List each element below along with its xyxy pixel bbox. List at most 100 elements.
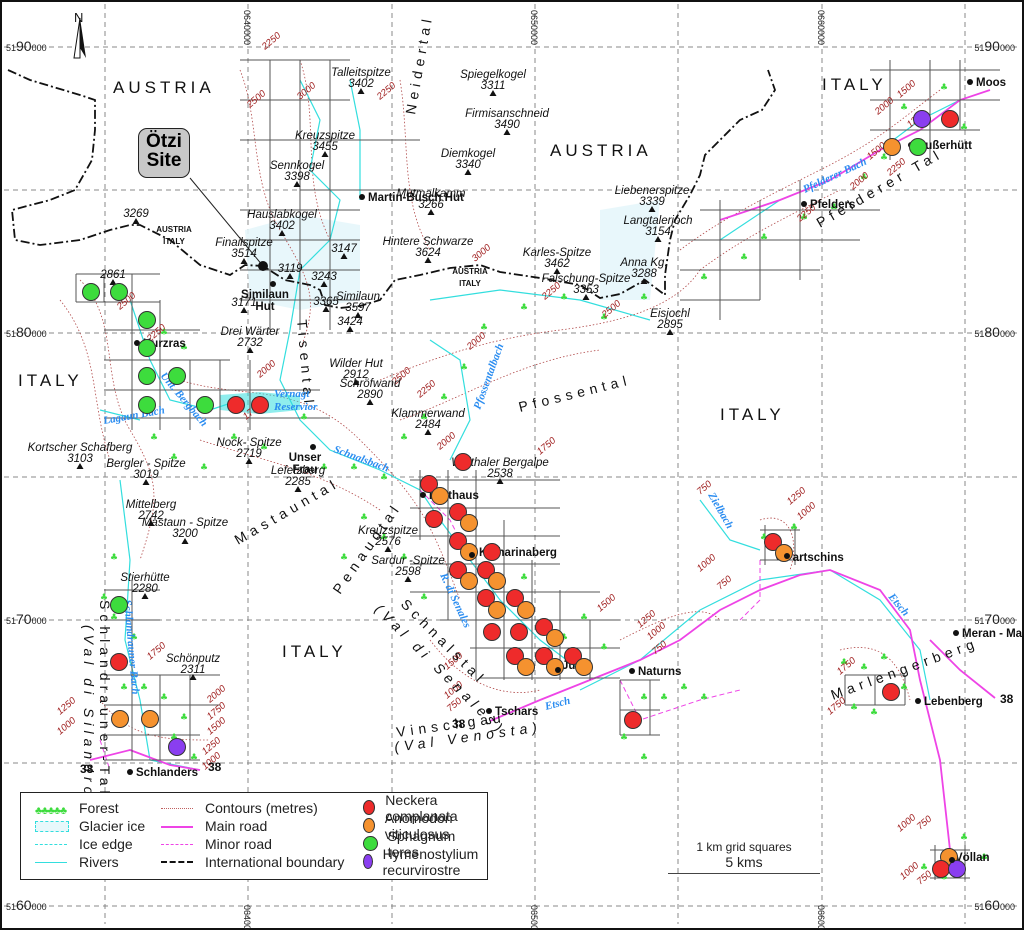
- moss-site-marker: [449, 503, 467, 521]
- peak-triangle-icon: [321, 151, 329, 157]
- peaks: Talleitspitze3402Spiegelkogel3311Firmisa…: [28, 67, 693, 680]
- moss-site-marker: [506, 589, 524, 607]
- place-dot-icon: [486, 708, 492, 714]
- contour-label: 1000: [55, 715, 79, 737]
- svg-text:♣: ♣: [880, 153, 888, 163]
- moss-sites: [82, 110, 966, 878]
- international-boundary: [7, 69, 776, 309]
- svg-text:♣: ♣: [520, 303, 528, 313]
- northing-label: 5160000: [974, 897, 1015, 913]
- country-label: ITALY: [18, 371, 83, 390]
- moss-site-marker: [111, 710, 129, 728]
- place-name: Similaun: [241, 289, 289, 301]
- place-dot-icon: [134, 340, 140, 346]
- peak-name: Kreuzspitze: [295, 130, 355, 142]
- svg-text:♣: ♣: [440, 393, 448, 403]
- peak-elevation: 3200: [172, 528, 198, 540]
- boundary-icon: [161, 855, 195, 869]
- svg-text:♣: ♣: [870, 708, 878, 718]
- contour-label: 1750: [835, 655, 859, 677]
- country-label: ITALY: [822, 75, 887, 94]
- peak-name: Lefetzberg: [271, 465, 326, 477]
- forest-symbols: ♣♣♣♣♣♣♣♣♣♣♣♣♣♣♣♣♣♣♣♣♣♣♣♣♣♣♣♣♣♣♣♣♣♣♣♣♣♣♣♣…: [100, 83, 988, 883]
- svg-text:♣: ♣: [160, 693, 168, 703]
- contour-label: 1750: [535, 435, 559, 457]
- legend-label: Forest: [79, 799, 119, 816]
- peak-elevation: 3311: [481, 80, 506, 92]
- peak-elevation: 3171: [231, 297, 257, 309]
- moss-site-marker: [138, 311, 156, 329]
- scale-distance-label: 5 kms: [725, 854, 763, 870]
- svg-text:♣: ♣: [980, 853, 988, 863]
- peak-triangle-icon: [245, 458, 253, 464]
- svg-text:♣: ♣: [140, 683, 148, 693]
- peak-name: Schönputz: [166, 653, 221, 665]
- glacier-ice-icon: [35, 819, 69, 833]
- peak-triangle-icon: [147, 520, 155, 526]
- moss-site-marker: [110, 653, 128, 671]
- svg-text:♣: ♣: [900, 683, 908, 693]
- legend-item: Ice edge: [35, 835, 133, 852]
- peak-triangle-icon: [142, 479, 150, 485]
- moss-site-marker: [575, 658, 593, 676]
- peak-elevation: 3154: [645, 226, 671, 238]
- place-name: Tschars: [495, 706, 538, 718]
- peak-elevation: 3597: [345, 302, 371, 314]
- svg-text:♣: ♣: [400, 433, 408, 443]
- svg-text:♣: ♣: [520, 573, 528, 583]
- legend-item: Hymenostylium recurvirostre: [363, 846, 487, 878]
- svg-text:♣: ♣: [320, 463, 328, 473]
- place-dot-icon: [915, 698, 921, 704]
- svg-text:♣: ♣: [960, 123, 968, 133]
- northing-label: 5190000: [974, 38, 1015, 54]
- moss-site-marker: [488, 601, 506, 619]
- otzi-site-marker: [258, 261, 268, 271]
- moss-site-marker: [883, 138, 901, 156]
- legend-label: Glacier ice: [79, 817, 146, 834]
- river-label: Schnalsbach: [332, 444, 391, 475]
- peak-elevation: 3147: [331, 243, 357, 255]
- peak-elevation: 3624: [415, 247, 441, 259]
- easting-label: 0640000: [242, 905, 252, 930]
- sample-grid: [75, 59, 1000, 880]
- svg-text:♣: ♣: [380, 473, 388, 483]
- place-name: Frau: [293, 464, 318, 476]
- peak-name: Hintere Schwarze: [383, 236, 474, 248]
- svg-text:♣: ♣: [380, 533, 388, 543]
- svg-text:♣: ♣: [620, 733, 628, 743]
- peak-triangle-icon: [666, 329, 674, 335]
- peak-name: Hauslabkogel: [247, 209, 317, 221]
- legend-label: Minor road: [205, 835, 272, 852]
- svg-text:♣: ♣: [480, 323, 488, 333]
- road-number-label: 38: [208, 760, 222, 774]
- svg-text:♣: ♣: [640, 693, 648, 703]
- moss-site-marker: [546, 629, 564, 647]
- peak-elevation: 2280: [131, 583, 158, 595]
- svg-text:♣: ♣: [760, 233, 768, 243]
- contour-label: 2000: [204, 683, 229, 706]
- legend-label: Anomodon viticulosus: [384, 809, 453, 842]
- legend-item: Glacier ice: [35, 817, 145, 834]
- peak-name: Schröfwand: [340, 378, 401, 390]
- contour-label: 750: [915, 813, 935, 832]
- main-road-icon: [161, 819, 195, 833]
- moss-site-marker: [196, 396, 214, 414]
- boundary-label-italy: ITALY: [459, 279, 481, 288]
- moss-site-marker: [449, 532, 467, 550]
- places: Martin-Busch HutSimilaunHutKurzrasUnserF…: [127, 77, 1024, 864]
- svg-text:♣: ♣: [860, 663, 868, 673]
- moss-site-marker: [488, 572, 506, 590]
- svg-text:♣: ♣: [170, 733, 178, 743]
- peak-triangle-icon: [240, 307, 248, 313]
- peak-triangle-icon: [320, 281, 328, 287]
- easting-label: 0650000: [529, 10, 539, 45]
- peak-triangle-icon: [496, 478, 504, 484]
- peak-triangle-icon: [640, 278, 648, 284]
- moss-site-marker: [477, 561, 495, 579]
- moss-site-marker: [141, 710, 159, 728]
- peak-triangle-icon: [132, 218, 140, 224]
- contour-label: 2000: [872, 95, 897, 118]
- moss-site-marker: [460, 514, 478, 532]
